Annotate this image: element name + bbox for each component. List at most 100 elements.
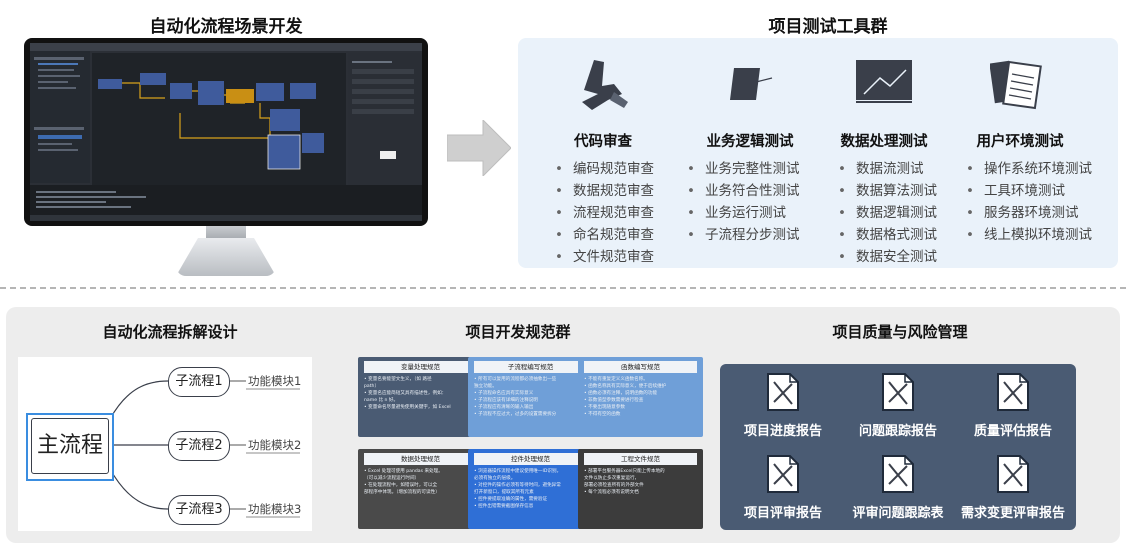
spec-card-data: 数据处理规范 • Excel 处理可使用 pandas 来处理。 （可以减少流程… xyxy=(358,449,483,529)
quality-item-label: 项目进度报告 xyxy=(743,424,822,439)
spec-card-line: 文件以防止多次重复运行， xyxy=(584,476,640,481)
test-col-4-heading: 用户环境测试 xyxy=(976,134,1064,150)
spec-card-title: 子流程编写规范 xyxy=(474,361,587,373)
spec-card-line: • 非数值型参数需要进行检查 xyxy=(584,398,644,403)
quality-item-label: 项目评审报告 xyxy=(743,506,822,521)
list-item: 数据安全测试 xyxy=(838,246,937,268)
spec-card-line: • 变量名应能简短又具有描述性，例如： xyxy=(364,391,447,396)
list-item: 子流程分步测试 xyxy=(687,224,800,246)
test-col-3-list: 数据流测试 数据算法测试 数据逻辑测试 数据格式测试 数据安全测试 xyxy=(838,158,937,268)
subprocess-node-3: 子流程3 xyxy=(168,495,230,525)
spec-card-title: 控件处理规范 xyxy=(474,453,587,465)
list-item: 线上模拟环境测试 xyxy=(966,224,1092,246)
spec-card-line: 打开新窗口，提取其所有元素 xyxy=(474,490,534,495)
spec-card-line: • 每个流程必须有说明文档 xyxy=(584,490,639,495)
quality-item-1: 项目进度报告 xyxy=(724,372,842,439)
subprocess-node-1: 子流程1 xyxy=(168,367,230,397)
test-col-2-list: 业务完整性测试 业务符合性测试 业务运行测试 子流程分步测试 xyxy=(687,158,800,246)
list-item: 数据格式测试 xyxy=(838,224,937,246)
spec-card-subprocess: 子流程编写规范 • 所有可以复用的流程都必须抽象出一些 独立功能。 • 子流程命名… xyxy=(468,357,593,437)
test-col-1-heading: 代码审查 xyxy=(574,134,632,150)
module-label-3: 功能模块3 xyxy=(248,502,302,516)
spec-cards-grid: 变量处理规范 • 变量名要能望文生义，（如 路径 path）• 变量名应能简短又… xyxy=(358,357,703,531)
list-item: 工具环境测试 xyxy=(966,180,1092,202)
spec-card-line: 必须有独立的层级。 xyxy=(474,476,516,481)
spec-card-control: 控件处理规范 • 浏览器操作流程中建议使用唯一ID识别， 必须有独立的层级。• … xyxy=(468,449,593,529)
test-col-3-heading: 数据处理测试 xyxy=(840,134,928,150)
monitor-bezel xyxy=(24,38,428,226)
spec-card-body: • Excel 处理可使用 pandas 来处理。 （可以减少流程运行时间） • … xyxy=(358,465,483,499)
report-document-icon xyxy=(997,373,1029,411)
list-item: 数据流测试 xyxy=(838,158,937,180)
spec-card-line: • 子流程应该有详细的注释说明 xyxy=(474,398,538,403)
list-item: 命名规范审查 xyxy=(555,224,654,246)
workflow-editor-graphic xyxy=(30,43,422,221)
logic-chart-icon xyxy=(730,68,773,100)
module-label-1: 功能模块1 xyxy=(248,374,302,388)
spec-card-line: • 所有可以复用的流程都必须抽象出一些 xyxy=(474,377,557,382)
spec-card-body: • 所有可以复用的流程都必须抽象出一些 独立功能。 • 子流程命名应具有实际意义 •… xyxy=(468,373,593,421)
spec-card-project-file: 工程文件规范 • 部署平台服务器Excel只能上传本地的 文件以防止多次重复运行… xyxy=(578,449,703,529)
list-item: 业务运行测试 xyxy=(687,202,799,224)
list-item: 编码规范审查 xyxy=(555,158,654,180)
list-item: 操作系统环境测试 xyxy=(966,158,1092,180)
spec-card-line: • 在处理流程中，如错误时，可以全 xyxy=(364,483,438,488)
list-item: 服务器环境测试 xyxy=(966,202,1092,224)
automation-scene-title: 自动化流程场景开发 xyxy=(149,17,303,37)
report-document-icon xyxy=(882,455,914,493)
spec-card-line: • 子流程不应过大，过多的设置需要拆分 xyxy=(474,412,557,417)
quality-item-5: 评审问题跟踪表 xyxy=(839,454,957,521)
spec-card-line: • 不要出现随意参数 xyxy=(584,405,625,410)
spec-card-line: • 子流程命名应具有实际意义 xyxy=(474,391,534,396)
spec-card-line: 部署必须检查所有的外部文件 xyxy=(584,483,644,488)
mindmap: 主流程 子流程1 子流程2 子流程3 功能模块1 功能模块2 功能模块3 xyxy=(18,357,312,531)
report-document-icon xyxy=(767,373,799,411)
list-item: 数据算法测试 xyxy=(838,180,937,202)
test-col-4-list: 操作系统环境测试 工具环境测试 服务器环境测试 线上模拟环境测试 xyxy=(966,158,1092,246)
list-item: 业务符合性测试 xyxy=(687,180,800,202)
list-item: 流程规范审查 xyxy=(555,202,654,224)
list-item: 数据逻辑测试 xyxy=(838,202,937,224)
monitor-illustration xyxy=(24,38,428,276)
quality-item-2: 问题跟踪报告 xyxy=(839,372,957,439)
spec-card-line: • 变量命名尽量避免使用关键字，如 Excel xyxy=(364,405,451,410)
report-document-icon xyxy=(997,455,1029,493)
spec-card-title: 数据处理规范 xyxy=(364,453,477,465)
list-item: 业务完整性测试 xyxy=(687,158,800,180)
spec-card-line: • 部署平台服务器Excel只能上传本地的 xyxy=(584,469,665,474)
spec-card-variable: 变量处理规范 • 变量名要能望文生义，（如 路径 path）• 变量名应能简短又… xyxy=(358,357,483,437)
spec-card-line: • 对控件的操作必须有等待时间，避免异常 xyxy=(474,483,561,488)
spec-card-line: • 控件要提取准确的属性，需要验证 xyxy=(474,497,548,502)
spec-card-title: 函数编写规范 xyxy=(584,361,697,373)
specs-title: 项目开发规范群 xyxy=(465,323,571,341)
report-document-icon xyxy=(882,373,914,411)
test-col-2-heading: 业务逻辑测试 xyxy=(706,134,794,150)
data-chart-icon xyxy=(856,60,912,103)
spec-card-line: • 浏览器操作流程中建议使用唯一ID识别， xyxy=(474,469,562,474)
quality-item-6: 需求变更评审报告 xyxy=(954,454,1072,521)
spec-card-line: • 变量名要能望文生义，（如 路径 xyxy=(364,377,432,382)
module-label-2: 功能模块2 xyxy=(248,438,302,452)
quality-item-label: 问题跟踪报告 xyxy=(858,424,937,439)
section-divider xyxy=(0,287,1126,289)
spec-card-line: • 不能有重复定义义函数名称。 xyxy=(584,377,648,382)
main-process-node: 主流程 xyxy=(26,413,114,481)
quality-item-label: 评审问题跟踪表 xyxy=(852,506,944,521)
list-item: 数据规范审查 xyxy=(555,180,654,202)
spec-card-body: • 不能有重复定义义函数名称。• 函数名称具有实际意义，便于后续维护• 函数必须… xyxy=(578,373,703,421)
quality-panel: 项目进度报告 问题跟踪报告 质量评估报告 项目评审报告 评审问题跟踪表 需求变更… xyxy=(720,364,1076,530)
decompose-title: 自动化流程拆解设计 xyxy=(102,323,238,341)
monitor-stand xyxy=(176,238,276,276)
spec-card-line: • 函数名称具有实际意义，便于后续维护 xyxy=(584,384,667,389)
spec-card-line: （可以减少流程运行时间） xyxy=(364,476,420,481)
spec-card-body: • 浏览器操作流程中建议使用唯一ID识别， 必须有独立的层级。 • 对控件的操作必… xyxy=(468,465,593,513)
spec-card-line: 独立功能。 xyxy=(474,384,497,389)
spec-card-title: 工程文件规范 xyxy=(584,453,697,465)
quality-item-4: 项目评审报告 xyxy=(724,454,842,521)
notebook-icon xyxy=(990,60,1042,110)
spec-card-line: • Excel 处理可使用 pandas 来处理。 xyxy=(364,469,443,474)
spec-card-line: 部程序中体现。（增加流程的可读性） xyxy=(364,490,440,495)
spec-card-line: • 不得有空的函数 xyxy=(584,412,621,417)
spec-card-line: path） xyxy=(364,384,380,389)
main-process-label: 主流程 xyxy=(31,418,109,474)
